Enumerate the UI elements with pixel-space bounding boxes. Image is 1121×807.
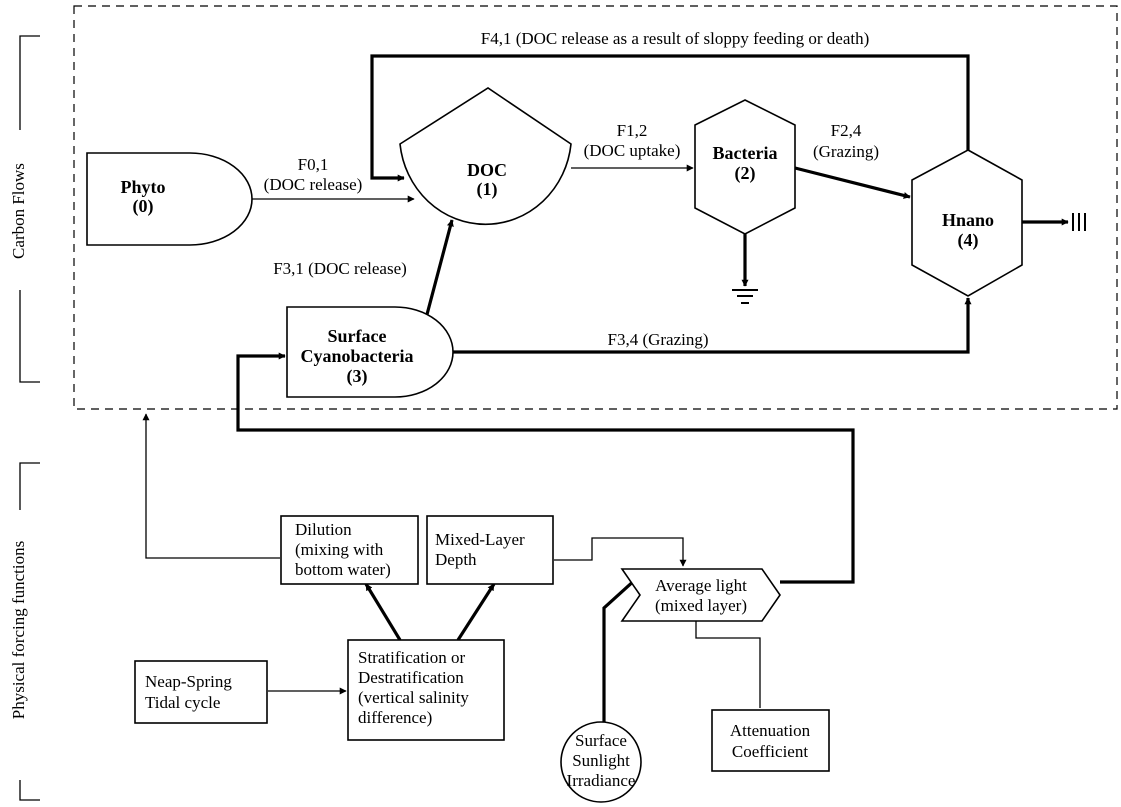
stratification-line2: Destratification [358,668,464,687]
strat-to-mixed-arrow [456,583,496,641]
strat-to-dilution-arrow [364,583,402,641]
doc-name: DOC [467,160,507,180]
f31-flow-arrow [423,219,454,323]
f41-flow-arrow [370,54,970,182]
mixed-layer-box: Mixed-Layer Depth [426,515,554,585]
stratification-line3: (vertical salinity [358,688,469,707]
mixed-layer-line1: Mixed-Layer [435,530,525,549]
f24-desc: (Grazing) [813,142,879,161]
f31-label: F3,1 (DOC release) [273,259,407,278]
stratification-box: Stratification or Destratification (vert… [347,639,505,741]
sunlight-to-light-arrow [602,576,639,744]
f24-label: F2,4 [831,121,862,140]
cyano-name-line2: Cyanobacteria [301,346,414,366]
dilution-line3: bottom water) [295,560,391,579]
f34-label: F3,4 (Grazing) [607,330,708,349]
bacteria-name: Bacteria [713,143,778,163]
f41-label: F4,1 (DOC release as a result of sloppy … [481,29,870,48]
stratification-line1: Stratification or [358,648,466,667]
sunlight-circle: Surface Sunlight Irradiance [560,721,642,803]
bacteria-index: (2) [735,163,756,184]
attenuation-line2: Coefficient [732,742,808,761]
attenuation-box: Attenuation Coefficient [711,709,830,772]
neap-spring-box: Neap-Spring Tidal cycle [134,660,268,724]
f12-desc: (DOC uptake) [584,141,681,160]
average-light-line1: Average light [655,576,747,595]
mixed-layer-to-light-arrow [554,537,687,567]
export-sink-icon [1072,213,1086,231]
sunlight-line1: Surface [575,731,627,750]
mixed-layer-line2: Depth [435,550,477,569]
dilution-arrow [142,413,280,559]
phyto-name: Phyto [121,177,166,197]
dilution-line1: Dilution [295,520,352,539]
neap-spring-line2: Tidal cycle [145,693,220,712]
f01-label: F0,1 [298,155,329,174]
f24-flow-arrow [794,166,911,199]
average-light-box: Average light (mixed layer) [620,568,781,622]
sunlight-line2: Sunlight [572,751,630,770]
cyano-name-line1: Surface [328,326,387,346]
f12-label: F1,2 [617,121,648,140]
hnano-index: (4) [958,230,979,251]
sunlight-line3: Irradiance [567,771,636,790]
stratification-line4: difference) [358,708,432,727]
ground-sink-icon [732,289,758,304]
dilution-line2: (mixing with [295,540,384,559]
doc-node: DOC (1) [399,87,572,226]
bacteria-node: Bacteria (2) [694,99,796,235]
f34-flow-arrow [453,297,972,354]
carbon-flows-label: Carbon Flows [9,163,28,259]
average-light-line2: (mixed layer) [655,596,747,615]
cyano-index: (3) [347,366,368,387]
cyano-node: Surface Cyanobacteria (3) [286,306,454,398]
attenuation-line1: Attenuation [730,721,811,740]
phyto-index: (0) [133,196,154,217]
carbon-flows-boundary [73,5,1118,410]
phyto-node: Phyto (0) [86,152,253,246]
light-to-cyano-arrow [236,352,855,584]
f01-desc: (DOC release) [264,175,363,194]
physical-forcing-label: Physical forcing functions [9,541,28,719]
dilution-box: Dilution (mixing with bottom water) [280,515,419,585]
hnano-node: Hnano (4) [911,149,1023,297]
neap-spring-line1: Neap-Spring [145,672,232,691]
doc-index: (1) [477,179,498,200]
hnano-name: Hnano [942,210,994,230]
